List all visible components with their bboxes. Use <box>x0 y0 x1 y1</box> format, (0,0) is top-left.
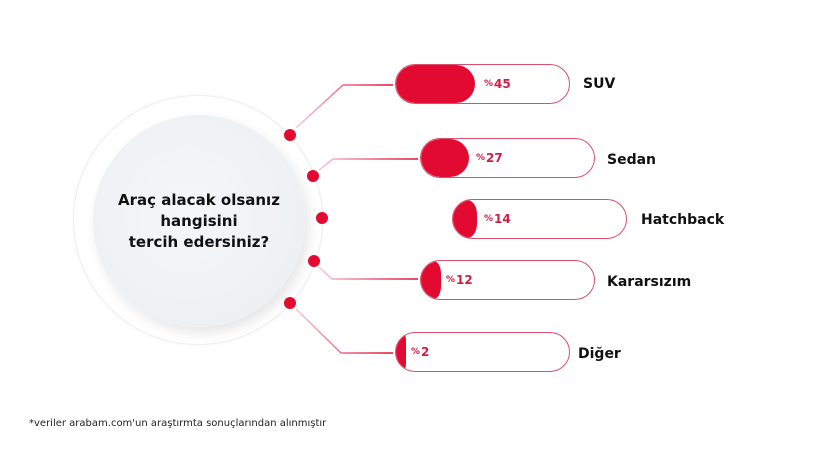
dot-sedan <box>307 170 319 182</box>
bar-value-diger: %2 <box>411 345 430 359</box>
dot-suv <box>284 129 296 141</box>
question-text: Araç alacak olsanız hangisini tercih ede… <box>93 190 305 253</box>
label-suv: SUV <box>583 76 616 92</box>
dot-kararsizim <box>308 255 320 267</box>
bar-value-hatchback: %14 <box>484 212 511 226</box>
label-hatchback: Hatchback <box>641 212 725 228</box>
label-kararsizim: Kararsızım <box>607 274 692 290</box>
question-circle <box>93 115 305 327</box>
question-line-1: Araç alacak olsanız <box>118 191 280 209</box>
bar-fill-sedan <box>421 139 469 177</box>
label-diger: Diğer <box>578 346 621 362</box>
bar-value-kararsizim: %12 <box>446 273 473 287</box>
bar-kararsizim: %12 <box>420 260 595 300</box>
dot-hatchback <box>316 212 328 224</box>
bar-value-sedan: %27 <box>476 151 503 165</box>
bar-diger: %2 <box>395 332 570 372</box>
connector-suv <box>295 84 393 129</box>
connector-kararsizim <box>318 266 418 280</box>
question-line-2: hangisini <box>160 212 238 230</box>
question-line-3: tercih edersiniz? <box>128 233 270 251</box>
footnote: *veriler arabam.com'un araştırmta sonuçl… <box>29 418 327 429</box>
bar-fill-kararsizim <box>421 261 441 299</box>
bar-fill-hatchback <box>453 200 477 238</box>
label-sedan: Sedan <box>607 152 657 168</box>
bar-fill-diger <box>396 333 406 371</box>
bar-value-suv: %45 <box>484 77 511 91</box>
connector-diger <box>295 308 393 354</box>
bar-fill-suv <box>396 65 475 103</box>
bar-sedan: %27 <box>420 138 595 178</box>
dot-diger <box>284 297 296 309</box>
connector-sedan <box>318 158 418 171</box>
bar-suv: %45 <box>395 64 570 104</box>
bar-hatchback: %14 <box>452 199 627 239</box>
